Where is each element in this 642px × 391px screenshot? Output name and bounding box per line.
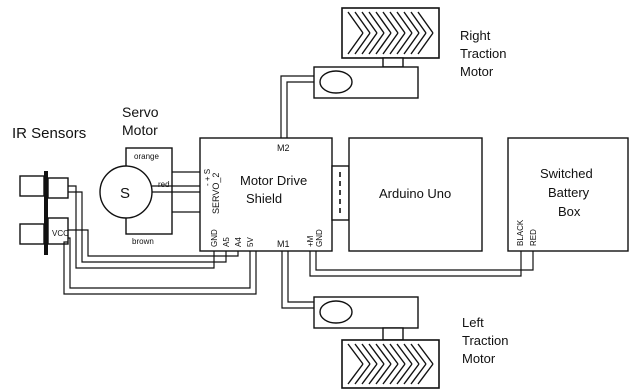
right-motor-label-3: Motor [460, 64, 494, 79]
left-motor-body [319, 300, 353, 324]
battery-label-3: Box [558, 204, 581, 219]
servo-wires [152, 171, 200, 213]
motor-drive-shield [199, 137, 333, 252]
servo-label-1: Servo [122, 104, 159, 120]
right-wheel [341, 7, 440, 59]
left-axle [382, 327, 404, 341]
battery-box [507, 137, 629, 252]
servo-label-2: Motor [122, 122, 158, 138]
m2-wires [280, 75, 314, 138]
battery-label-2: Battery [548, 185, 590, 200]
servo-header-label: SERVO_2 [211, 173, 221, 214]
right-axle [382, 57, 404, 68]
right-traction-motor [313, 66, 419, 99]
m1-wires [281, 251, 314, 309]
shield-label-2: Shield [246, 191, 282, 206]
brown-wire-label: brown [132, 237, 154, 246]
pin-m1: M1 [277, 239, 290, 249]
arduino-uno [348, 137, 483, 252]
orange-wire-label: orange [134, 152, 159, 161]
pin-5v: 5V [246, 237, 255, 247]
left-wheel [341, 339, 440, 389]
left-motor-label-3: Motor [462, 351, 496, 366]
servo-pins-label: - + S [203, 169, 212, 186]
battery-wires [309, 251, 534, 277]
bat-black-label: BLACK [516, 219, 525, 246]
vcc-label: VCC [52, 229, 69, 238]
pin-gnd-battery: GND [315, 229, 324, 247]
red-wire-label: red [158, 180, 170, 189]
ir-sensors-label: IR Sensors [12, 125, 86, 142]
left-motor-label-2: Traction [462, 333, 508, 348]
pin-plus-m: +M [306, 235, 315, 247]
sensor-wires [63, 185, 257, 295]
pin-a5: A5 [222, 237, 231, 247]
left-motor-label-1: Left [462, 315, 484, 330]
arduino-label: Arduino Uno [379, 186, 451, 201]
right-motor-label-1: Right [460, 28, 491, 43]
pin-a4: A4 [234, 237, 243, 247]
right-motor-label-2: Traction [460, 46, 506, 61]
pin-gnd: GND [210, 229, 219, 247]
pin-m2: M2 [277, 143, 290, 153]
battery-label-1: Switched [540, 166, 593, 181]
shield-label-1: Motor Drive [240, 173, 307, 188]
ir-sensors [19, 171, 69, 255]
servo-symbol: S [120, 185, 130, 202]
bat-red-label: RED [529, 229, 538, 246]
